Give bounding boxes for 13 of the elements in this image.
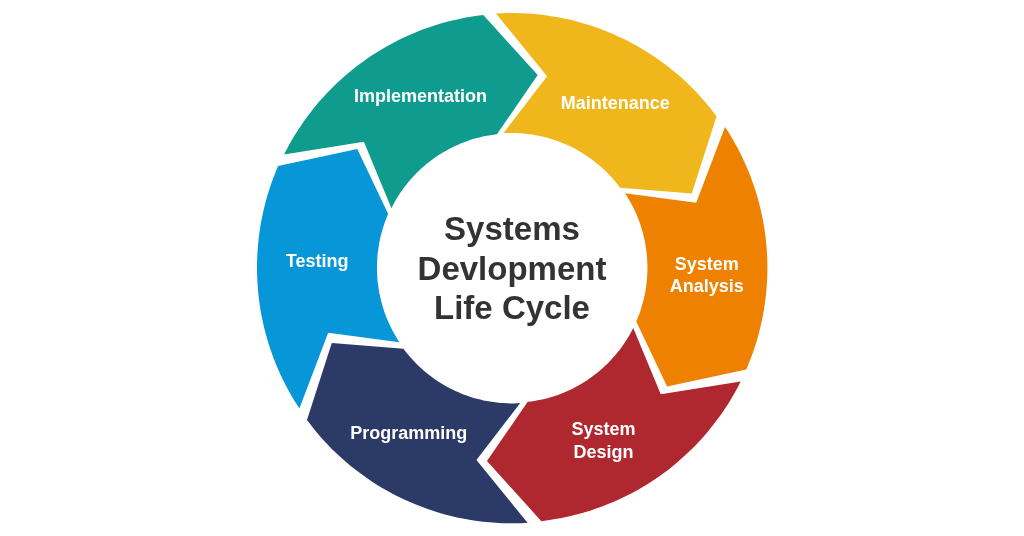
segment-label: System Design: [570, 417, 637, 463]
segment-label: System Analysis: [668, 252, 745, 298]
segment-label: Testing: [284, 249, 350, 273]
arrow-segment: [486, 328, 741, 522]
segment-label: Maintenance: [559, 91, 671, 114]
segment-label: Programming: [349, 422, 469, 445]
cycle-title: Systems Devlopment Life Cycle: [416, 208, 608, 328]
arrow-segment: [624, 127, 767, 387]
arrow-segment: [283, 14, 538, 208]
arrow-segment: [257, 149, 400, 409]
segment-label: Implementation: [352, 84, 488, 108]
arrow-segment: [496, 13, 717, 194]
arrow-segment: [307, 342, 528, 523]
